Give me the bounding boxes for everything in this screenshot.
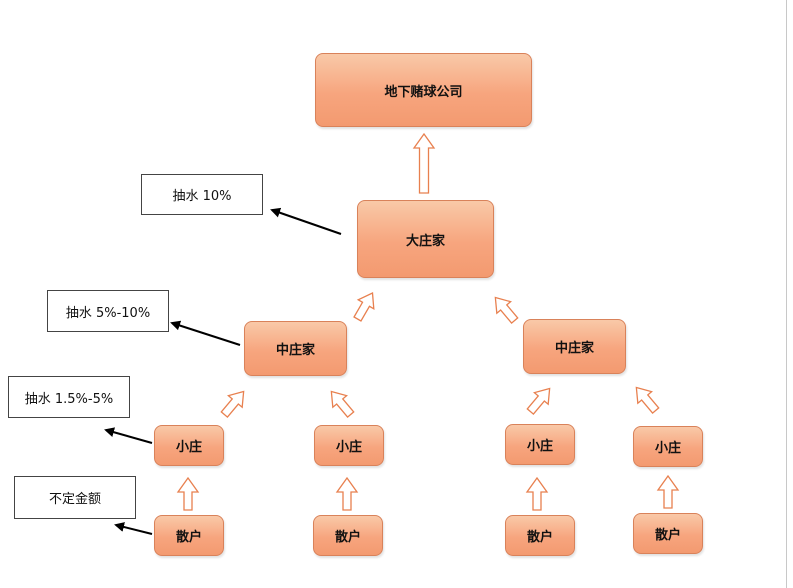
right-edge-line (786, 0, 787, 588)
arrow-up-midleft-to-big (353, 292, 375, 322)
arrow-up-retail4-to-small4 (656, 474, 680, 509)
pointer-retail-amount (114, 522, 153, 535)
node-small-banker-1: 小庄 (154, 425, 224, 466)
label-big-commission: 抽水 10% (141, 174, 263, 215)
label-mid-commission: 抽水 5%-10% (47, 290, 169, 332)
label-small-commission: 抽水 1.5%-5% (8, 376, 130, 418)
node-retail-1: 散户 (154, 515, 224, 556)
arrow-up-small4-to-midright (635, 386, 660, 414)
arrow-up-midright-to-big (494, 296, 519, 324)
node-small-banker-3: 小庄 (505, 424, 575, 465)
node-mid-banker-right: 中庄家 (523, 319, 626, 374)
node-top-company: 地下赌球公司 (315, 53, 532, 127)
arrow-up-small1-to-midleft (220, 390, 245, 418)
arrow-up-small2-to-midleft (330, 390, 355, 418)
label-retail-amount: 不定金额 (14, 476, 136, 519)
arrow-up-retail3-to-small3 (525, 476, 549, 511)
arrow-up-small3-to-midright (526, 387, 551, 415)
node-big-banker: 大庄家 (357, 200, 494, 278)
node-mid-banker-left: 中庄家 (244, 321, 347, 376)
pointer-small-commission (104, 427, 153, 444)
node-small-banker-2: 小庄 (314, 425, 384, 466)
node-retail-4: 散户 (633, 513, 703, 554)
node-retail-3: 散户 (505, 515, 575, 556)
pointer-big-commission (270, 207, 342, 235)
arrow-up-retail1-to-small1 (176, 476, 200, 511)
arrow-up-retail2-to-small2 (335, 476, 359, 511)
pointer-mid-commission (170, 320, 241, 346)
arrow-up-big-to-top (412, 132, 436, 194)
node-retail-2: 散户 (313, 515, 383, 556)
node-small-banker-4: 小庄 (633, 426, 703, 467)
